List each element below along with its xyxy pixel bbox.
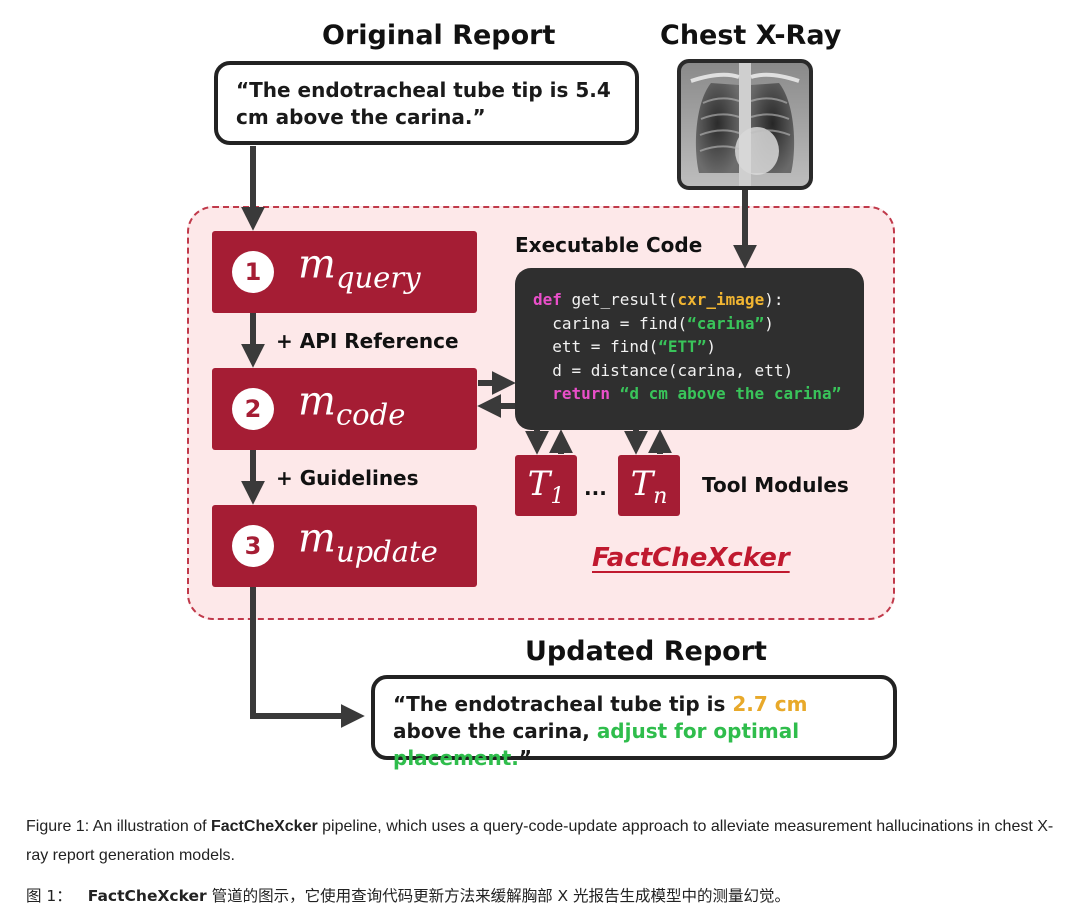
guidelines-label: + Guidelines: [276, 466, 419, 490]
updated-report-box: “The endotracheal tube tip is 2.7 cm abo…: [371, 675, 897, 770]
tool-module-t1: T1: [515, 455, 577, 516]
caption-zh-brand: FactCheXcker: [87, 887, 207, 905]
step-number: 1: [232, 251, 274, 293]
code-line-3: ett = find(“ETT”): [533, 337, 717, 356]
updated-report-heading: Updated Report: [525, 636, 767, 667]
executable-code-block: def get_result(cxr_image): carina = find…: [515, 268, 864, 430]
pipeline-arrows: [241, 146, 757, 728]
code-line-2: carina = find(“carina”): [533, 313, 774, 333]
tool-modules-label: Tool Modules: [702, 473, 849, 497]
original-report-box: “The endotracheal tube tip is 5.4 cm abo…: [214, 61, 639, 145]
caption-brand: FactCheXcker: [210, 818, 318, 835]
module-name: mcode: [298, 378, 406, 432]
figure-caption-zh: 图 1：FactCheXcker 管道的图示，它使用查询代码更新方法来缓解胸部 …: [26, 887, 791, 905]
tools-ellipsis: ...: [584, 476, 607, 500]
chest-xray-image: [677, 59, 813, 190]
arrow-update-to-report: [250, 587, 365, 728]
tool-module-tn: Tn: [618, 455, 680, 516]
placement-advice: adjust for optimal placement.: [393, 719, 800, 770]
updated-report-text-middle: above the carina,: [393, 719, 597, 743]
original-report-heading: Original Report: [322, 20, 556, 51]
factchexcker-brand: FactCheXcker: [592, 543, 790, 573]
step-number: 3: [232, 525, 274, 567]
figure-caption-en: Figure 1: An illustration of FactCheXcke…: [26, 818, 1054, 864]
module-query: 1 mquery: [212, 231, 477, 313]
step-number: 2: [232, 388, 274, 430]
original-report-text: “The endotracheal tube tip is 5.4 cm abo…: [236, 78, 611, 129]
caption-zh-label: 图 1：: [26, 887, 72, 905]
executable-code-heading: Executable Code: [515, 233, 703, 257]
chest-xray-heading: Chest X-Ray: [660, 20, 842, 51]
module-name: mquery: [298, 241, 421, 295]
module-code: 2 mcode: [212, 368, 477, 450]
code-line-4: d = distance(carina, ett): [533, 360, 794, 380]
module-name: mupdate: [298, 515, 438, 569]
updated-measurement-value: 2.7 cm: [732, 692, 808, 716]
code-line-1: def get_result(cxr_image):: [533, 290, 784, 309]
api-reference-label: + API Reference: [276, 329, 459, 353]
updated-report-text-suffix: ”: [518, 746, 533, 770]
code-line-5: return “d cm above the carina”: [533, 384, 842, 403]
module-update: 3 mupdate: [212, 505, 477, 587]
updated-report-text-prefix: “The endotracheal tube tip is: [393, 692, 733, 716]
